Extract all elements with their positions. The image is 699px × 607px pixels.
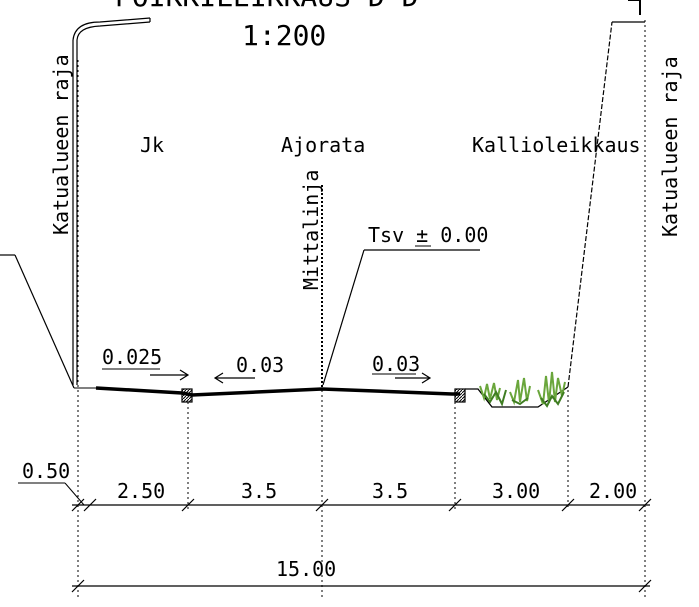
dimension-extension-lines xyxy=(187,390,569,510)
zone-label-jk: Jk xyxy=(140,133,164,157)
slope-arrow-left-lane xyxy=(213,372,255,384)
dim-offset: 0.50 xyxy=(22,459,70,483)
dim-segment-4: 3.00 xyxy=(492,479,540,503)
dim-segment-3: 3.5 xyxy=(372,479,408,503)
drawing-scale: 1:200 xyxy=(242,19,326,52)
curb-left xyxy=(181,388,193,403)
rock-face-line xyxy=(567,21,613,388)
zone-label-kallioleikkaus: Kallioleikkaus xyxy=(472,133,641,157)
slope-label-left-lane: 0.03 xyxy=(236,353,284,377)
dim-offset-leader-diag xyxy=(64,482,85,506)
right-boundary-label: Katualueen raja xyxy=(658,56,682,237)
dimension-ticks-segments xyxy=(71,498,652,512)
dim-segment-5: 2.00 xyxy=(589,479,637,503)
slope-label-jk: 0.025 xyxy=(102,345,162,369)
dim-segment-1: 2.50 xyxy=(117,479,165,503)
dim-total: 15.00 xyxy=(276,557,336,581)
pavement-surface xyxy=(95,386,460,397)
dimension-tick-total-left xyxy=(71,579,85,593)
title-leader xyxy=(628,0,641,15)
dim-segment-2: 3.5 xyxy=(241,479,277,503)
centerline-label: Mittalinja xyxy=(299,170,323,290)
left-boundary-label: Katualueen raja xyxy=(49,54,73,235)
tsv-label: Tsv ± 0.00 xyxy=(368,223,488,247)
slope-arrow-jk xyxy=(150,369,190,381)
dimension-tick-total-right xyxy=(638,579,652,593)
slope-arrow-right-lane xyxy=(395,372,432,384)
zone-label-ajorata: Ajorata xyxy=(281,133,365,157)
curb-right xyxy=(454,388,466,403)
drawing-title: POIKKILEIKKAUS D-D xyxy=(115,0,418,13)
tsv-leader-arrow xyxy=(322,249,365,386)
vegetation-icon xyxy=(479,371,566,408)
slope-label-right-lane: 0.03 xyxy=(372,352,420,376)
edge-leader-diag xyxy=(14,254,75,389)
street-lamp-icon xyxy=(72,17,151,385)
